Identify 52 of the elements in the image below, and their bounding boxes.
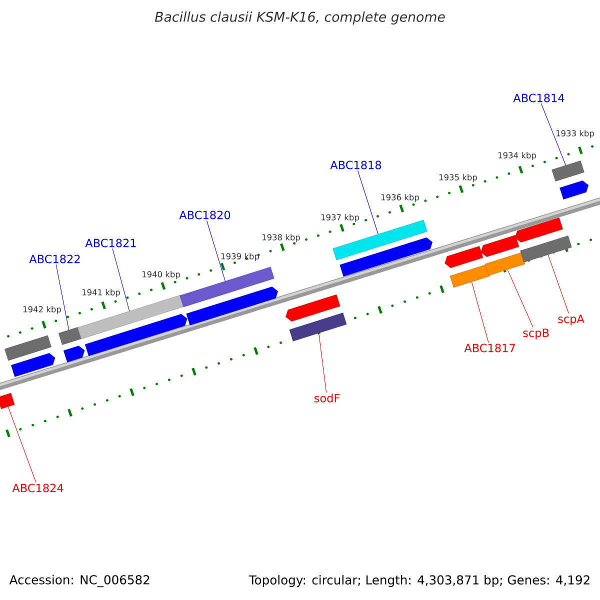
- leader-line: [548, 254, 569, 314]
- gene-feature: [180, 266, 274, 308]
- gene-feature: [0, 393, 15, 409]
- gene-feature: [514, 218, 563, 242]
- gene-feature: [444, 246, 484, 268]
- gene-feature: [4, 335, 52, 361]
- gene-label: sodF: [314, 394, 340, 402]
- gene-feature: [289, 312, 347, 342]
- gene-label: ABC1817: [464, 344, 515, 352]
- accession-text: Accession: NC_006582: [9, 574, 150, 588]
- scale-label: 1936 kbp: [381, 194, 419, 202]
- scale-label: 1940 kbp: [142, 271, 180, 279]
- leader-line: [8, 406, 36, 483]
- gene-feature: [520, 236, 572, 262]
- gene-label: scpA: [558, 314, 584, 326]
- gene-feature: [186, 286, 278, 326]
- gene-feature: [450, 264, 490, 288]
- gene-label: ABC1818: [330, 160, 382, 170]
- scale-label: 1933 kbp: [556, 130, 594, 138]
- gene-feature: [484, 252, 526, 276]
- gene-feature: [560, 180, 589, 200]
- genome-info-text: Topology: circular; Length: 4,303,871 bp; Genes: 4,192: [248, 575, 590, 587]
- leader-line: [56, 264, 70, 330]
- leader-line: [358, 170, 378, 234]
- gene-label: scpB: [523, 328, 549, 340]
- scale-label: 1939 kbp: [221, 253, 259, 261]
- diagram-title: Bacillus clausii KSM-K16, complete genome: [154, 12, 445, 24]
- scale-label: 1937 kbp: [321, 214, 359, 222]
- gene-label: ABC1824: [12, 484, 64, 492]
- gene-feature: [58, 327, 82, 345]
- leader-line: [540, 103, 566, 166]
- leader-line: [112, 248, 130, 312]
- gene-feature: [552, 160, 584, 182]
- gene-feature: [11, 353, 56, 377]
- leader-line: [507, 269, 534, 328]
- scale-label: 1935 kbp: [439, 174, 477, 182]
- gene-label: ABC1821: [85, 238, 136, 248]
- scale-label: 1942 kbp: [23, 306, 61, 314]
- scale-label: 1941 kbp: [82, 289, 120, 297]
- gene-label: ABC1820: [179, 210, 230, 220]
- leader-line: [206, 220, 226, 282]
- gene-feature: [340, 237, 432, 277]
- scale-label: 1938 kbp: [262, 234, 300, 242]
- gene-feature: [286, 294, 340, 322]
- gene-feature: [64, 346, 85, 362]
- leader-line: [318, 332, 327, 393]
- leader-line: [471, 282, 489, 343]
- gene-feature: [84, 314, 188, 356]
- scale-label: 1934 kbp: [498, 152, 536, 160]
- gene-feature: [480, 235, 520, 257]
- gene-label: ABC1814: [513, 94, 564, 102]
- gene-label: ABC1822: [29, 254, 80, 264]
